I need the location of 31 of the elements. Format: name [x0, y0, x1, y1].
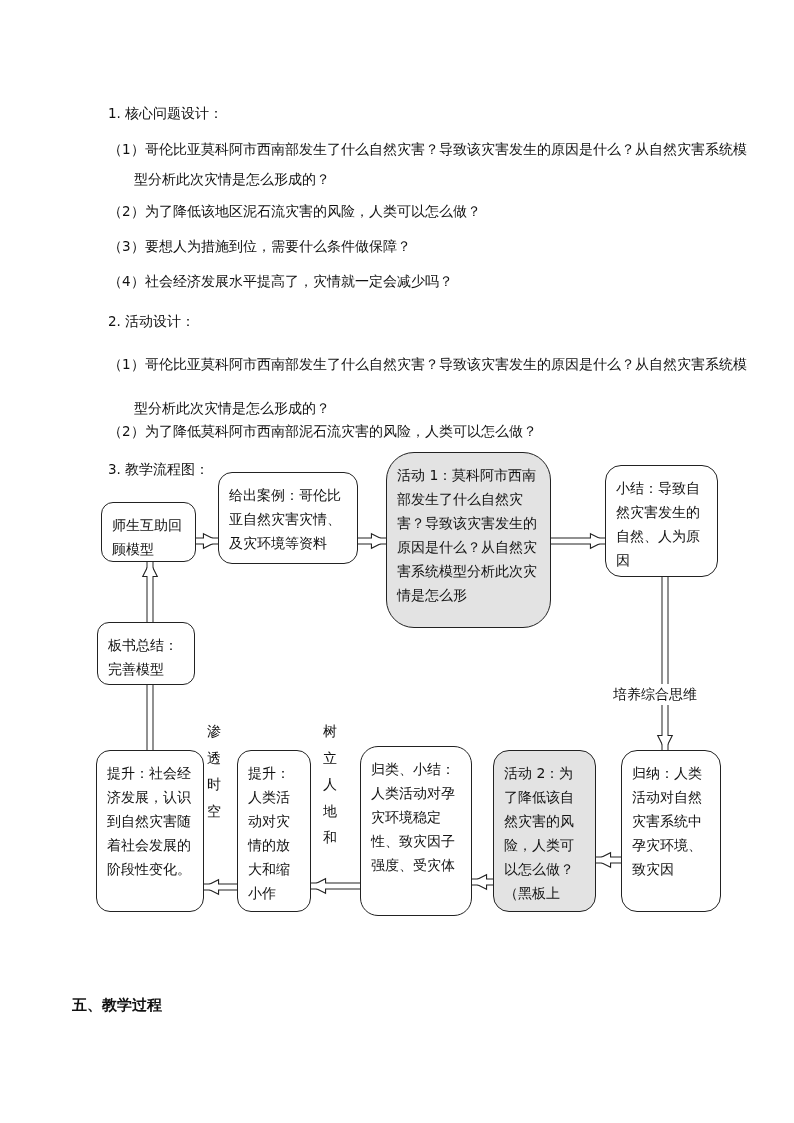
question-text: （2）为了降低莫科阿市西南部泥石流灾害的风险，人类可以怎么做？ [108, 422, 538, 441]
question-text: （1）哥伦比亚莫科阿市西南部发生了什么自然灾害？导致该灾害发生的原因是什么？从自然灾害系统模型分析此次灾情是怎么形成的？ [108, 140, 748, 189]
process-box [621, 750, 721, 912]
box-text: 归类、小结：人类活动对孕灾环境稳定性、致灾因子强度、受灾体 [371, 761, 455, 873]
question-text: （2）为了降低该地区泥石流灾害的风险，人类可以怎么做？ [108, 202, 482, 221]
process-box [605, 465, 718, 577]
process-box [360, 746, 472, 916]
box-text: 师生互助回顾模型 [112, 517, 182, 557]
activity-box [386, 452, 551, 628]
box-text: 小结：导致自然灾害发生的自然、人为原因 [616, 480, 700, 568]
box-text: 提升：社会经济发展，认识到自然灾害随着社会发展的阶段性变化。 [107, 765, 191, 877]
question-text: （1）哥伦比亚莫科阿市西南部发生了什么自然灾害？导致该灾害发生的原因是什么？从自然灾害系统模型分析此次灾情是怎么形成的？ [108, 355, 748, 418]
box-text: 给出案例：哥伦比亚自然灾害灾情、及灾环境等资料 [229, 487, 341, 551]
process-box [237, 750, 311, 912]
section-heading: 五、教学过程 [72, 995, 163, 1016]
process-box [101, 502, 196, 562]
process-box [97, 622, 195, 685]
edge-label: 培养综合思维 [610, 684, 700, 705]
process-box [218, 472, 358, 564]
box-text: 归纳：人类活动对自然灾害系统中孕灾环境、致灾因 [632, 765, 702, 877]
question-text: （3）要想人为措施到位，需要什么条件做保障？ [108, 237, 412, 256]
flow-chart-title: 3. 教学流程图： [108, 460, 211, 479]
activity-box [493, 750, 596, 912]
box-text: 活动 1：莫科阿市西南部发生了什么自然灾害？导致该灾害发生的原因是什么？从自然灾害系统模型分析此次灾情是怎么形 [397, 467, 537, 603]
box-text: 板书总结：完善模型 [108, 637, 178, 677]
list-heading: 1. 核心问题设计： [108, 104, 225, 123]
box-text: 活动 2：为了降低该自然灾害的风险，人类可以怎么做？（黑板上 [504, 765, 574, 901]
box-text: 提升：人类活动对灾情的放大和缩小作 [248, 765, 290, 901]
process-box [96, 750, 204, 912]
question-text: （4）社会经济发展水平提高了，灾情就一定会减少吗？ [108, 272, 454, 291]
list-heading: 2. 活动设计： [108, 312, 197, 331]
